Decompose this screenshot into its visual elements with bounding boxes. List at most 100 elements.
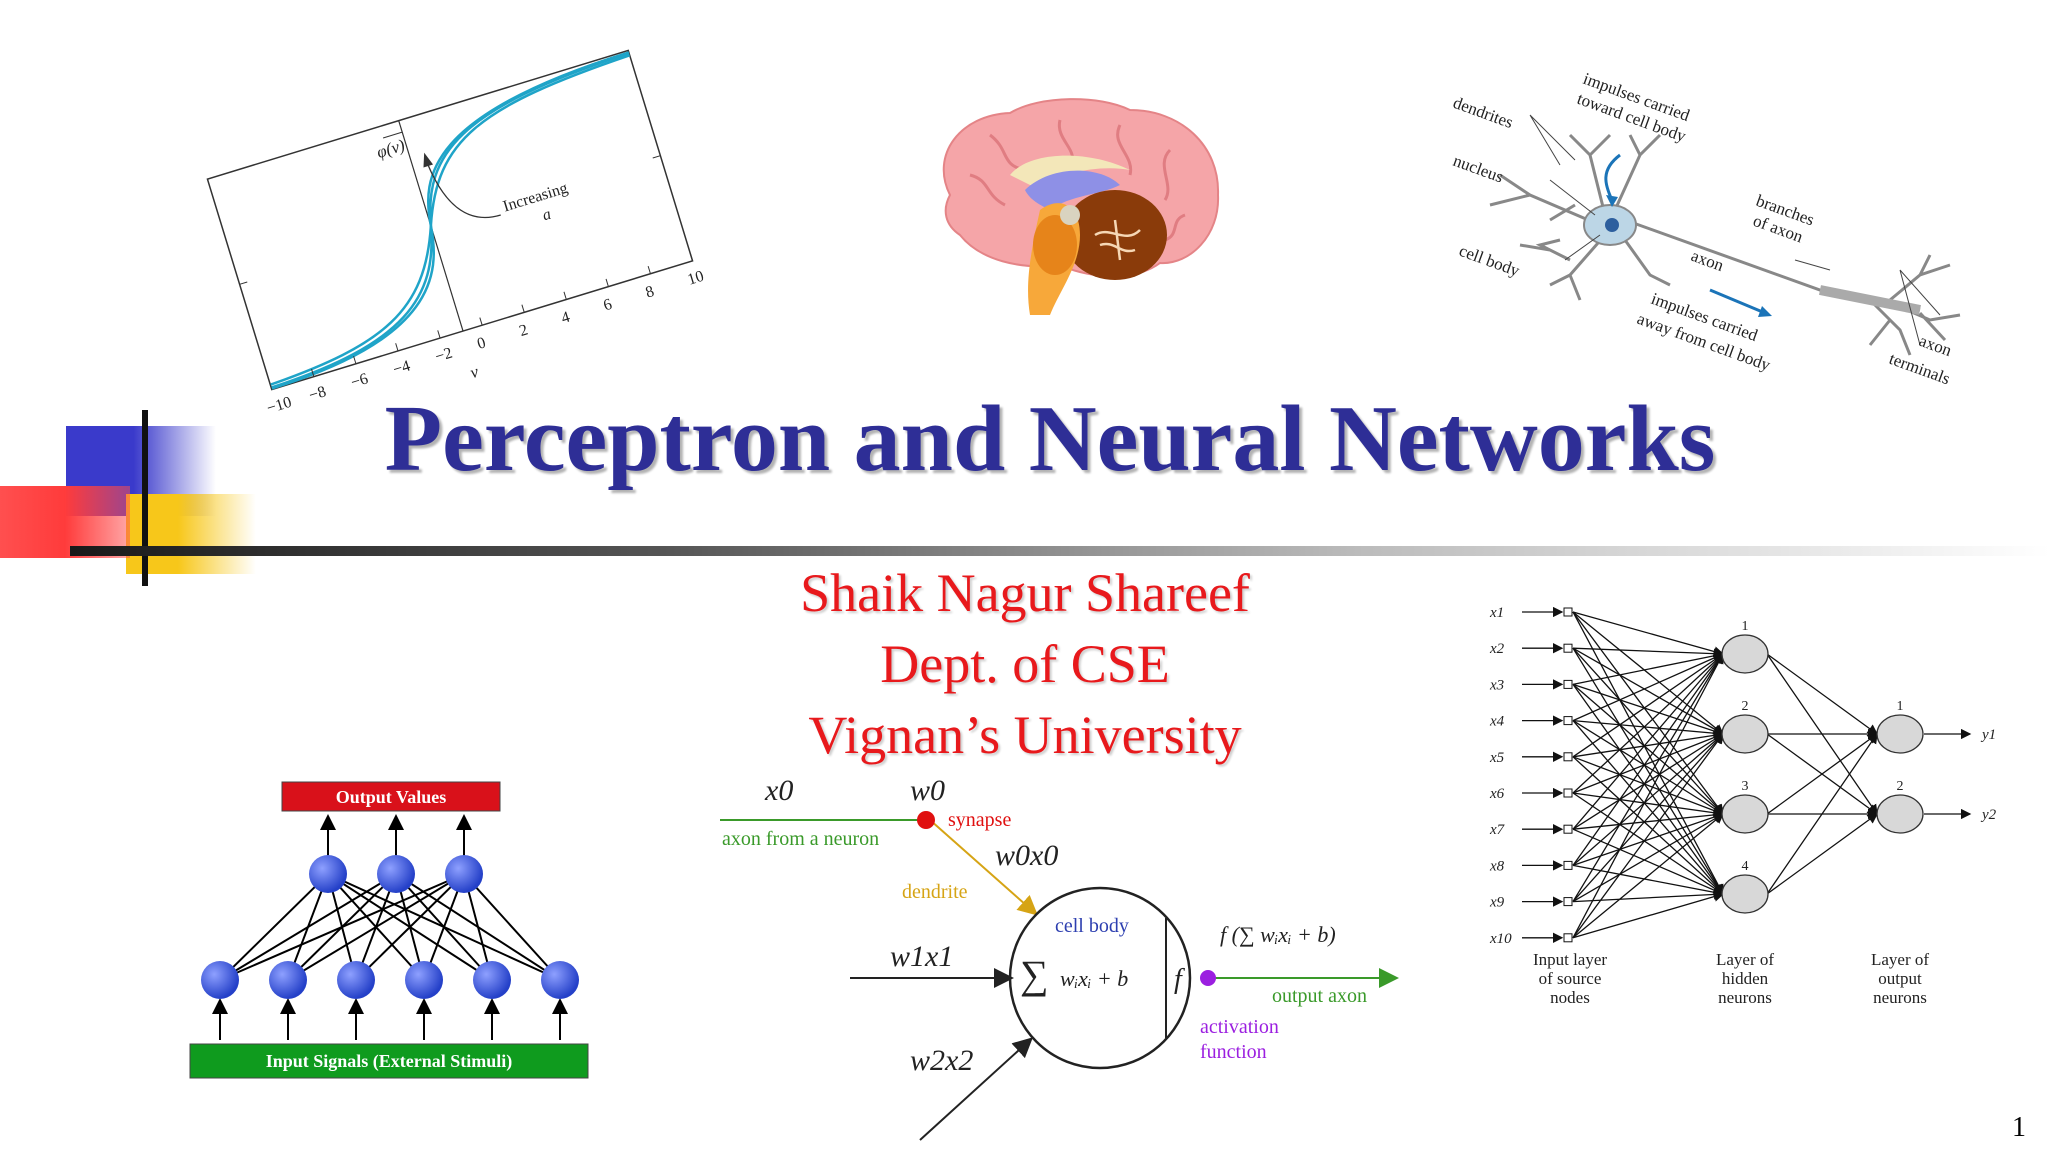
nm-x0: x0 xyxy=(764,774,793,807)
sn-input-node xyxy=(405,961,443,999)
author-university: Vignan’s University xyxy=(808,705,1242,765)
ln-connection xyxy=(1572,891,1725,939)
output-caption-1: Layer of xyxy=(1871,950,1929,969)
sn-connection xyxy=(219,873,329,981)
ln-connection xyxy=(1572,792,1725,895)
sn-output-node xyxy=(309,855,347,893)
ln-output-node xyxy=(1876,714,1924,754)
ln-connection xyxy=(1572,732,1724,939)
author-name: Shaik Nagur Shareef xyxy=(800,563,1250,623)
ln-connection xyxy=(1572,864,1725,898)
plot-tick: −8 xyxy=(307,383,328,404)
plot-x-label: v xyxy=(468,362,481,383)
hidden-caption-3: neurons xyxy=(1718,988,1772,1007)
ln-connection xyxy=(1766,653,1879,735)
ln-connection xyxy=(1572,652,1725,722)
sn-input-node xyxy=(337,961,375,999)
ln-connection xyxy=(1572,652,1724,939)
ln-connection xyxy=(1572,756,1724,895)
ln-hidden-node xyxy=(1721,794,1769,834)
ln-connection xyxy=(1572,653,1724,830)
nm-w0x0: w0x0 xyxy=(995,839,1058,872)
ln-hidden-node xyxy=(1721,874,1769,914)
plot-tick: 4 xyxy=(559,309,572,328)
sn-connection xyxy=(287,873,465,981)
nm-w0: w0 xyxy=(910,774,945,807)
ln-connection xyxy=(1572,611,1724,816)
ln-connection xyxy=(1572,732,1725,794)
ln-connection xyxy=(1572,652,1724,866)
ln-connection xyxy=(1572,756,1725,816)
ln-connection xyxy=(1572,683,1725,737)
nm-activation: activation xyxy=(1200,1016,1279,1038)
ln-connection xyxy=(1572,812,1725,867)
ln-output-label: y2 xyxy=(1980,807,1997,823)
plot-tick: 0 xyxy=(475,334,488,353)
ln-connection xyxy=(1572,733,1724,903)
ln-output-node xyxy=(1876,794,1924,834)
ln-input-label: x10 xyxy=(1489,931,1512,947)
ln-hidden-number: 3 xyxy=(1742,779,1749,794)
sn-output-node xyxy=(377,855,415,893)
ln-connection xyxy=(1572,647,1724,896)
nm-output-axon: output axon xyxy=(1272,985,1367,1007)
ln-connection xyxy=(1572,683,1724,815)
plot-tick: −2 xyxy=(433,345,454,366)
ln-source-node xyxy=(1563,897,1573,907)
ln-connection xyxy=(1572,647,1725,735)
plot-tick: −10 xyxy=(265,394,294,418)
ln-hidden-node xyxy=(1721,634,1769,674)
hidden-caption-1: Layer of xyxy=(1716,950,1774,969)
ln-connection xyxy=(1572,720,1725,815)
output-caption-3: neurons xyxy=(1873,988,1927,1007)
output-values-label: Output Values xyxy=(336,787,447,807)
label-dendrites: dendrites xyxy=(1451,93,1516,132)
ln-source-node xyxy=(1563,679,1573,689)
sn-connection xyxy=(463,873,561,981)
nm-f: f xyxy=(1174,964,1185,995)
ln-connection xyxy=(1572,653,1724,794)
ln-input-label: x7 xyxy=(1489,822,1506,838)
ln-connection xyxy=(1572,828,1725,896)
brain-illustration xyxy=(942,98,1220,315)
ln-input-label: x2 xyxy=(1489,641,1505,657)
ln-source-node xyxy=(1563,643,1573,653)
ln-connection xyxy=(1572,611,1725,735)
ln-connection xyxy=(1766,813,1879,895)
sn-input-node xyxy=(541,961,579,999)
plot-tick: 6 xyxy=(601,296,614,315)
ln-input-label: x3 xyxy=(1489,677,1504,693)
ln-source-node xyxy=(1563,788,1573,798)
ln-source-node xyxy=(1563,752,1573,762)
nm-w1x1: w1x1 xyxy=(890,940,953,973)
sn-input-node xyxy=(269,961,307,999)
input-caption-1: Input layer xyxy=(1533,950,1607,969)
label-nucleus: nucleus xyxy=(1451,151,1506,187)
input-signals-label: Input Signals (External Stimuli) xyxy=(266,1051,513,1072)
hidden-caption-2: hidden xyxy=(1722,969,1769,988)
ln-connection xyxy=(1572,733,1725,830)
ln-connection xyxy=(1572,684,1724,896)
input-caption-2: of source xyxy=(1539,969,1602,988)
ln-hidden-number: 1 xyxy=(1742,619,1749,634)
plot-tick: −4 xyxy=(391,357,412,378)
nm-output-expr: f (∑ wᵢxᵢ + b) xyxy=(1220,922,1336,947)
ln-output-number: 1 xyxy=(1897,699,1904,714)
plot-tick: 2 xyxy=(517,322,530,341)
input-caption-3: nodes xyxy=(1550,988,1590,1007)
ln-source-node xyxy=(1563,933,1573,943)
ln-output-label: y1 xyxy=(1980,727,1996,743)
sn-connection xyxy=(355,873,465,981)
ln-input-label: x5 xyxy=(1489,750,1505,766)
label-axon: axon xyxy=(1689,246,1727,275)
ln-source-node xyxy=(1563,716,1573,726)
ln-connection xyxy=(1572,652,1724,902)
ln-input-label: x1 xyxy=(1489,605,1504,621)
neuron-anatomy: dendrites impulses carried toward cell b… xyxy=(1451,69,1961,388)
nm-w2x2: w2x2 xyxy=(910,1044,973,1077)
sn-input-node xyxy=(473,961,511,999)
title-divider xyxy=(70,546,2050,556)
ln-connection xyxy=(1572,813,1725,903)
